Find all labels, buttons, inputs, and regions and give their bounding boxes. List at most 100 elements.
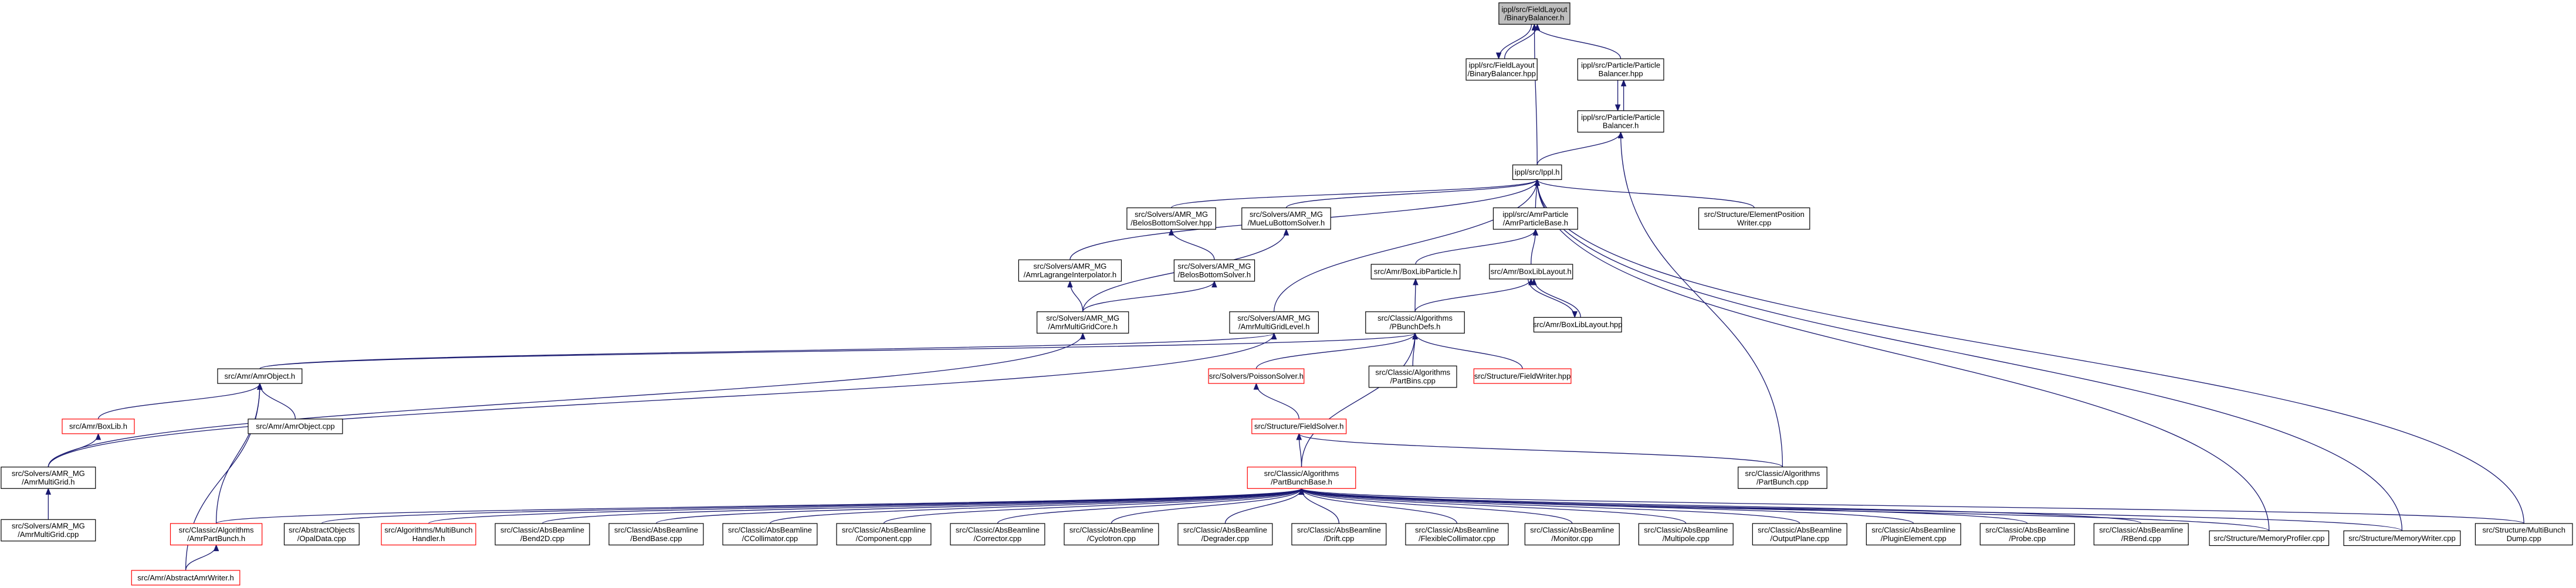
graph-node-n35[interactable]: src/Classic/AbsBeamline/Corrector.cpp <box>950 523 1045 546</box>
graph-node-n17[interactable]: src/Amr/AmrObject.h <box>217 368 303 384</box>
graph-node-n14[interactable]: src/Solvers/AMR_MG/AmrMultiGridLevel.h <box>1229 311 1319 334</box>
node-box <box>1498 2 1570 25</box>
node-box <box>1465 58 1538 81</box>
graph-node-n12[interactable]: src/Amr/BoxLibLayout.h <box>1489 264 1573 280</box>
graph-node-n15[interactable]: src/Classic/Algorithms/PBunchDefs.h <box>1365 311 1465 334</box>
graph-node-n32[interactable]: src/Classic/AbsBeamline/BendBase.cpp <box>608 523 704 546</box>
node-label-line: /PluginElement.cpp <box>1881 534 1947 543</box>
graph-node-n6[interactable]: src/Solvers/AMR_MG/MueLuBottomSolver.h <box>1241 207 1331 230</box>
node-label-line: ippl/src/FieldLayout <box>1501 5 1567 13</box>
node-box <box>1251 419 1347 434</box>
graph-node-n1[interactable]: ippl/src/FieldLayout/BinaryBalancer.hpp <box>1465 58 1538 81</box>
graph-node-n33[interactable]: src/Classic/AbsBeamline/CCollimator.cpp <box>722 523 818 546</box>
node-box <box>1037 311 1129 334</box>
graph-node-n21[interactable]: src/Amr/BoxLib.h <box>62 419 135 434</box>
node-label-line: /OpalData.cpp <box>297 534 346 543</box>
dependency-edge <box>1298 487 1914 524</box>
node-label-line: src/Solvers/AMR_MG <box>1177 262 1251 271</box>
node-box <box>2343 530 2461 546</box>
node-box <box>2475 523 2573 546</box>
graph-node-n23[interactable]: src/Structure/FieldSolver.h <box>1251 419 1347 434</box>
graph-node-n19[interactable]: src/Classic/Algorithms/PartBins.cpp <box>1368 365 1457 388</box>
node-label-line: /BelosBottomSolver.h <box>1178 270 1251 279</box>
graph-node-n47[interactable]: src/Structure/MemoryWriter.cpp <box>2343 530 2461 546</box>
dependency-edge <box>1298 487 2524 524</box>
node-box <box>217 368 303 384</box>
graph-node-n0[interactable]: ippl/src/FieldLayout/BinaryBalancer.h <box>1498 2 1570 25</box>
graph-node-n20[interactable]: src/Structure/FieldWriter.hpp <box>1473 368 1572 384</box>
graph-node-n11[interactable]: src/Amr/BoxLibParticle.h <box>1370 264 1461 280</box>
graph-node-n34[interactable]: src/Classic/AbsBeamline/Component.cpp <box>836 523 932 546</box>
node-label-line: src/Structure/FieldWriter.hpp <box>1474 372 1570 380</box>
graph-node-n46[interactable]: src/Structure/MemoryProfiler.cpp <box>2209 530 2330 546</box>
graph-node-n44[interactable]: src/Classic/AbsBeamline/Probe.cpp <box>1979 523 2075 546</box>
dependency-edge <box>1531 23 1622 59</box>
graph-node-n16[interactable]: src/Amr/BoxLibLayout.hpp <box>1533 317 1623 333</box>
node-label-line: /PartBunchBase.h <box>1271 477 1332 486</box>
node-label-line: src/Classic/Algorithms <box>1377 314 1453 322</box>
node-label-line: src/Solvers/AMR_MG <box>1033 262 1106 271</box>
graph-node-n5[interactable]: src/Solvers/AMR_MG/BelosBottomSolver.hpp <box>1126 207 1216 230</box>
node-label-line: src/Classic/AbsBeamline <box>1758 525 1842 534</box>
graph-node-n38[interactable]: src/Classic/AbsBeamline/Drift.cpp <box>1291 523 1387 546</box>
graph-node-n10[interactable]: src/Solvers/AMR_MG/BelosBottomSolver.h <box>1173 259 1255 282</box>
node-box <box>131 570 241 586</box>
node-label-line: ippl/src/AmrParticle <box>1502 210 1568 219</box>
graph-node-n31[interactable]: src/Classic/AbsBeamline/Bend2D.cpp <box>495 523 590 546</box>
node-label-line: src/Classic/Algorithms <box>1264 469 1339 478</box>
dependency-edge <box>1296 433 1302 467</box>
node-box <box>283 523 360 546</box>
node-label-line: /AmrParticleBase.h <box>1503 218 1568 227</box>
graph-node-n22[interactable]: src/Amr/AmrObject.cpp <box>248 419 343 434</box>
node-label-line: src/Amr/BoxLibLayout.h <box>1491 267 1572 276</box>
graph-node-n49[interactable]: src/Amr/AbstractAmrWriter.h <box>131 570 241 586</box>
graph-node-n41[interactable]: src/Classic/AbsBeamline/Multipole.cpp <box>1638 523 1734 546</box>
graph-node-n28[interactable]: src/Classic/Algorithms/AmrPartBunch.h <box>170 523 263 546</box>
graph-node-n37[interactable]: src/Classic/AbsBeamline/Degrader.cpp <box>1177 523 1273 546</box>
node-label-line: src/Structure/FieldSolver.h <box>1254 422 1343 431</box>
node-label-line: /BelosBottomSolver.hpp <box>1130 218 1212 227</box>
dependency-edge <box>1531 23 1538 165</box>
dependency-edge <box>1253 382 1299 419</box>
node-label-line: /AmrLagrangeInterpolator.h <box>1024 270 1116 279</box>
node-label-line: src/Classic/AbsBeamline <box>1415 525 1499 534</box>
node-box <box>2209 530 2330 546</box>
graph-node-n24[interactable]: src/Solvers/AMR_MG/AmrMultiGrid.h <box>1 467 96 489</box>
node-label-line: /FlexibleCollimator.cpp <box>1419 534 1495 543</box>
node-label-line: src/Classic/Algorithms <box>1745 469 1820 478</box>
graph-node-n27[interactable]: src/Solvers/AMR_MG/AmrMultiGrid.cpp <box>1 519 96 542</box>
graph-node-n13[interactable]: src/Solvers/AMR_MG/AmrMultiGridCore.h <box>1037 311 1129 334</box>
graph-node-n9[interactable]: src/Solvers/AMR_MG/AmrLagrangeInterpolat… <box>1018 259 1122 282</box>
graph-node-n43[interactable]: src/Classic/AbsBeamline/PluginElement.cp… <box>1866 523 1961 546</box>
graph-node-n42[interactable]: src/Classic/AbsBeamline/OutputPlane.cpp <box>1752 523 1847 546</box>
graph-node-n39[interactable]: src/Classic/AbsBeamline/FlexibleCollimat… <box>1405 523 1509 546</box>
graph-node-n18[interactable]: src/Solvers/PoissonSolver.h <box>1208 368 1305 384</box>
dependency-edge <box>1620 79 1627 111</box>
graph-node-n7[interactable]: ippl/src/AmrParticle/AmrParticleBase.h <box>1492 207 1578 230</box>
graph-node-n4[interactable]: ippl/src/Ippl.h <box>1512 164 1562 180</box>
graph-node-n36[interactable]: src/Classic/AbsBeamline/Cyclotron.cpp <box>1064 523 1159 546</box>
graph-node-n25[interactable]: src/Classic/Algorithms/PartBunch.cpp <box>1738 467 1827 489</box>
graph-node-n29[interactable]: src/AbstractObjects/OpalData.cpp <box>283 523 360 546</box>
node-box <box>1229 311 1319 334</box>
dependency-edge <box>1614 80 1621 112</box>
node-label-line: src/Amr/AmrObject.cpp <box>256 422 334 431</box>
node-label-line: /Degrader.cpp <box>1201 534 1250 543</box>
graph-node-n26[interactable]: src/Classic/Algorithms/PartBunchBase.h <box>1247 467 1356 489</box>
node-label-line: src/Classic/Algorithms <box>1375 368 1450 377</box>
graph-node-n45[interactable]: src/Classic/AbsBeamline/RBend.cpp <box>2093 523 2189 546</box>
node-box <box>1 467 96 489</box>
node-box <box>1018 259 1122 282</box>
graph-node-n40[interactable]: src/Classic/AbsBeamline/Monitor.cpp <box>1524 523 1620 546</box>
node-box <box>1524 523 1620 546</box>
node-label-line: src/Classic/Algorithms <box>179 525 254 534</box>
node-label-line: src/Algorithms/MultiBunch <box>384 525 472 534</box>
node-label-line: /PartBunch.cpp <box>1756 477 1809 486</box>
node-box <box>1492 207 1578 230</box>
